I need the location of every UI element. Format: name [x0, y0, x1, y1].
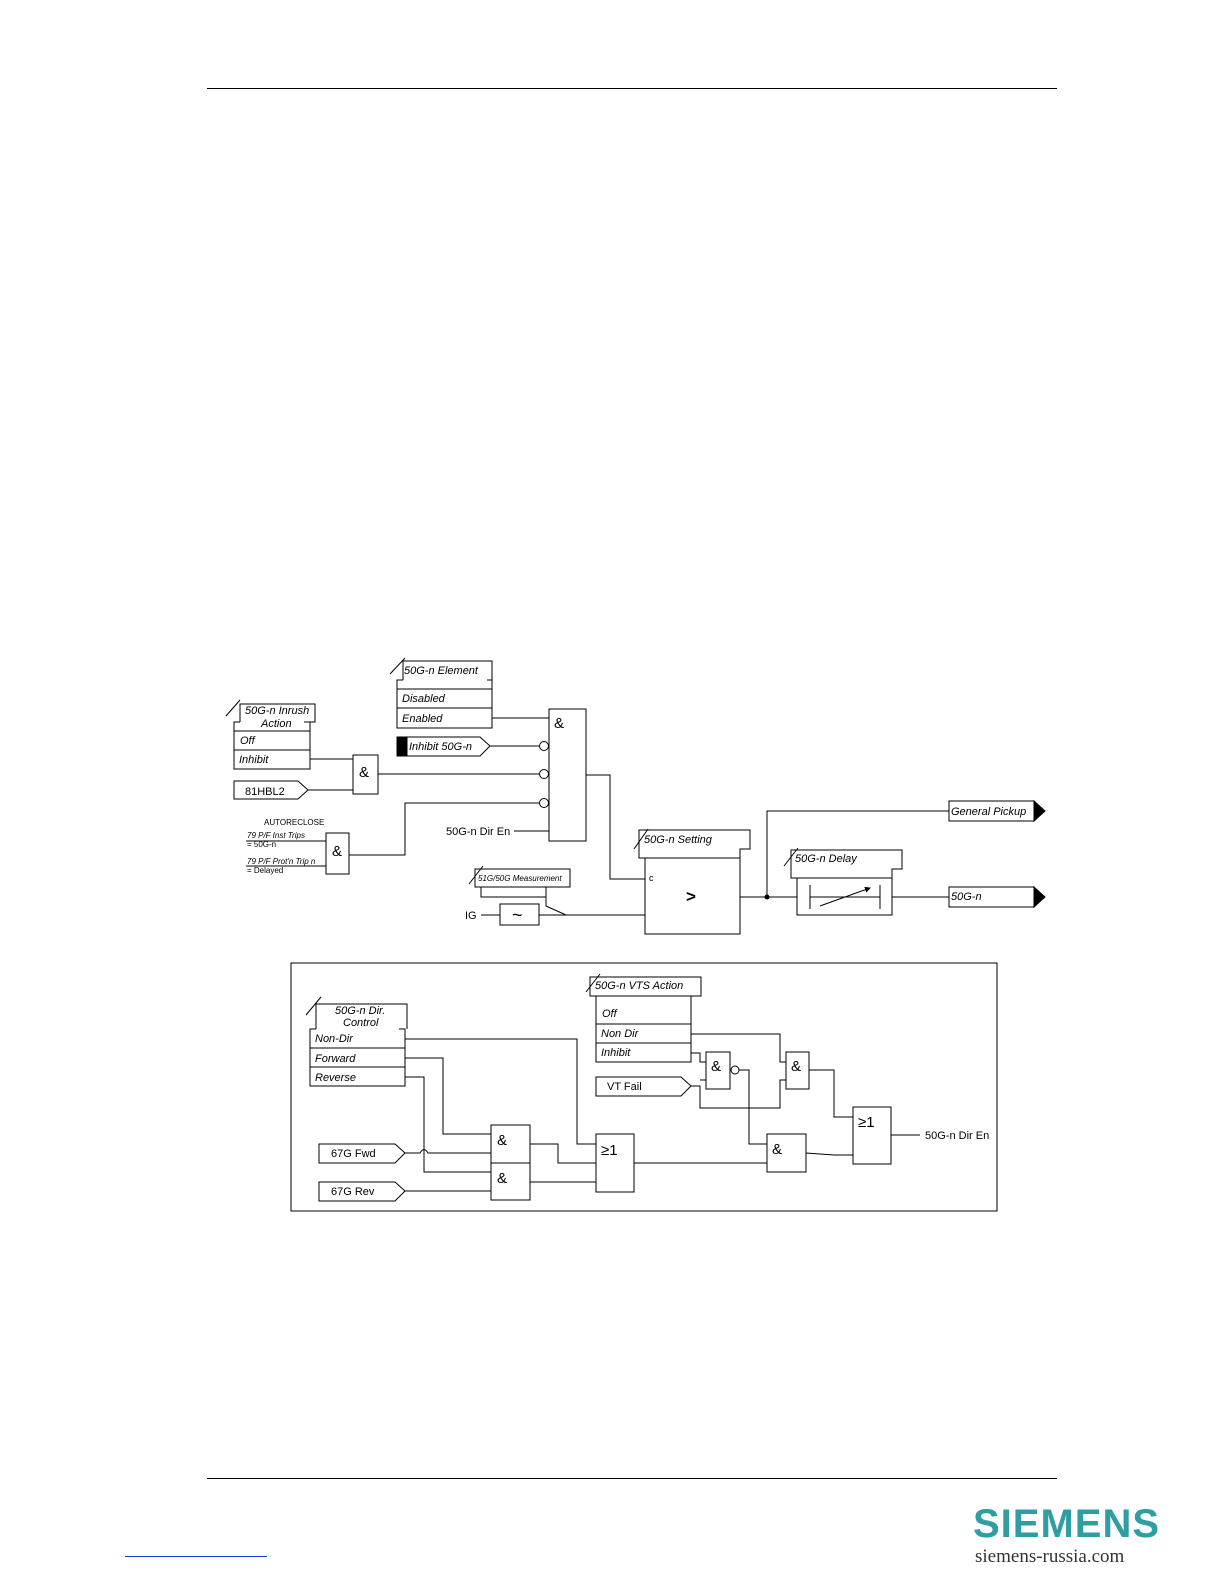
- inrush-opt-off: Off: [240, 735, 256, 747]
- inrush-setting-box: [225, 699, 316, 770]
- vts-action-box: [585, 973, 702, 1063]
- header-rule: [207, 88, 1057, 89]
- measurement-title: 51G/50G Measurement: [478, 874, 562, 883]
- element-opt-enabled: Enabled: [402, 713, 443, 725]
- ig-label: IG: [465, 910, 477, 922]
- vts-and-gate-1: [705, 1051, 731, 1090]
- rev-label: 67G Rev: [331, 1186, 375, 1198]
- inrush-title-1: 50G-n Inrush: [245, 705, 309, 717]
- setting-arrow-icon: [389, 657, 406, 675]
- general-pickup-label: General Pickup: [951, 806, 1026, 818]
- inhibit-label: Inhibit 50G-n: [409, 741, 472, 753]
- autoreclose-line1b: = 50G-n: [247, 840, 276, 849]
- gate-symbol: &: [497, 1170, 507, 1187]
- autoreclose-line1: 79 P/F Inst Trips: [247, 831, 305, 840]
- autoreclose-title: AUTORECLOSE: [264, 818, 324, 827]
- gate-symbol: &: [554, 715, 564, 732]
- gate-symbol: ≥1: [858, 1114, 875, 1131]
- autoreclose-and-gate: [325, 832, 350, 875]
- gate-symbol: &: [359, 764, 369, 781]
- element-setting-box: [389, 657, 493, 729]
- vt-fail-label: VT Fail: [607, 1081, 642, 1093]
- vt-fail-input-shape: [595, 1076, 692, 1097]
- directional-frame: [290, 962, 998, 1212]
- dir-title-2: Control: [343, 1017, 379, 1029]
- dir-title-1: 50G-n Dir.: [335, 1005, 385, 1017]
- inhibit-input-shape: [396, 736, 491, 757]
- fwd-label: 67G Fwd: [331, 1148, 376, 1160]
- gate-symbol: &: [791, 1058, 801, 1075]
- lower-output-label: 50G-n Dir En: [925, 1130, 989, 1142]
- vts-opt-inhibit: Inhibit: [601, 1047, 631, 1059]
- setting-arrow-icon: [305, 996, 322, 1016]
- output-label: 50G-n: [951, 891, 982, 903]
- gate-symbol: &: [772, 1141, 782, 1158]
- inrush-title-2: Action: [260, 718, 292, 730]
- dir-en-label: 50G-n Dir En: [446, 826, 510, 838]
- setting-box: [633, 828, 751, 859]
- fwd-input-shape: [318, 1143, 406, 1164]
- dir-opt-reverse: Reverse: [315, 1072, 356, 1084]
- vts-title: 50G-n VTS Action: [595, 980, 683, 992]
- logo-url: siemens-russia.com: [975, 1546, 1125, 1567]
- gate-symbol: &: [711, 1058, 721, 1075]
- siemens-logo: SIEMENS siemens-russia.com: [973, 1502, 1173, 1568]
- measurement-box: [468, 865, 571, 898]
- comparator-block: [644, 857, 741, 935]
- footer-link-underline[interactable]: [125, 1556, 267, 1557]
- rev-input-shape: [318, 1181, 406, 1202]
- dir-opt-nondir: Non-Dir: [315, 1033, 354, 1045]
- comparator-c: c: [649, 873, 654, 883]
- autoreclose-line2: 79 P/F Prot'n Trip n: [247, 857, 316, 866]
- gate-symbol: &: [332, 843, 342, 860]
- inrush-opt-inhibit: Inhibit: [239, 754, 269, 766]
- setting-arrow-icon: [225, 699, 241, 717]
- gate-symbol: ≥1: [601, 1142, 618, 1159]
- inhibit-marker: [396, 736, 408, 757]
- comparator-op: >: [686, 887, 696, 906]
- setting-title: 50G-n Setting: [644, 834, 713, 846]
- dir-control-box: [305, 996, 408, 1087]
- delay-setting-box: [783, 847, 903, 879]
- vts-opt-off: Off: [602, 1008, 618, 1020]
- vts-opt-nondir: Non Dir: [601, 1028, 640, 1040]
- hbl2-label: 81HBL2: [245, 786, 285, 798]
- gate-symbol: &: [497, 1132, 507, 1149]
- logo-wordmark: SIEMENS: [973, 1502, 1161, 1546]
- delay-title: 50G-n Delay: [795, 853, 858, 865]
- footer-rule: [207, 1478, 1057, 1479]
- setting-arrow-icon: [585, 973, 601, 993]
- setting-arrow-icon: [468, 865, 484, 885]
- element-title: 50G-n Element: [404, 665, 479, 677]
- dir-opt-forward: Forward: [315, 1053, 356, 1065]
- setting-arrow-icon: [783, 847, 799, 867]
- setting-arrow-icon: [633, 828, 649, 850]
- hbl2-input-shape: [233, 780, 309, 800]
- autoreclose-line2b: = Delayed: [247, 866, 283, 875]
- element-opt-disabled: Disabled: [402, 693, 446, 705]
- filter-symbol: ~: [512, 905, 523, 925]
